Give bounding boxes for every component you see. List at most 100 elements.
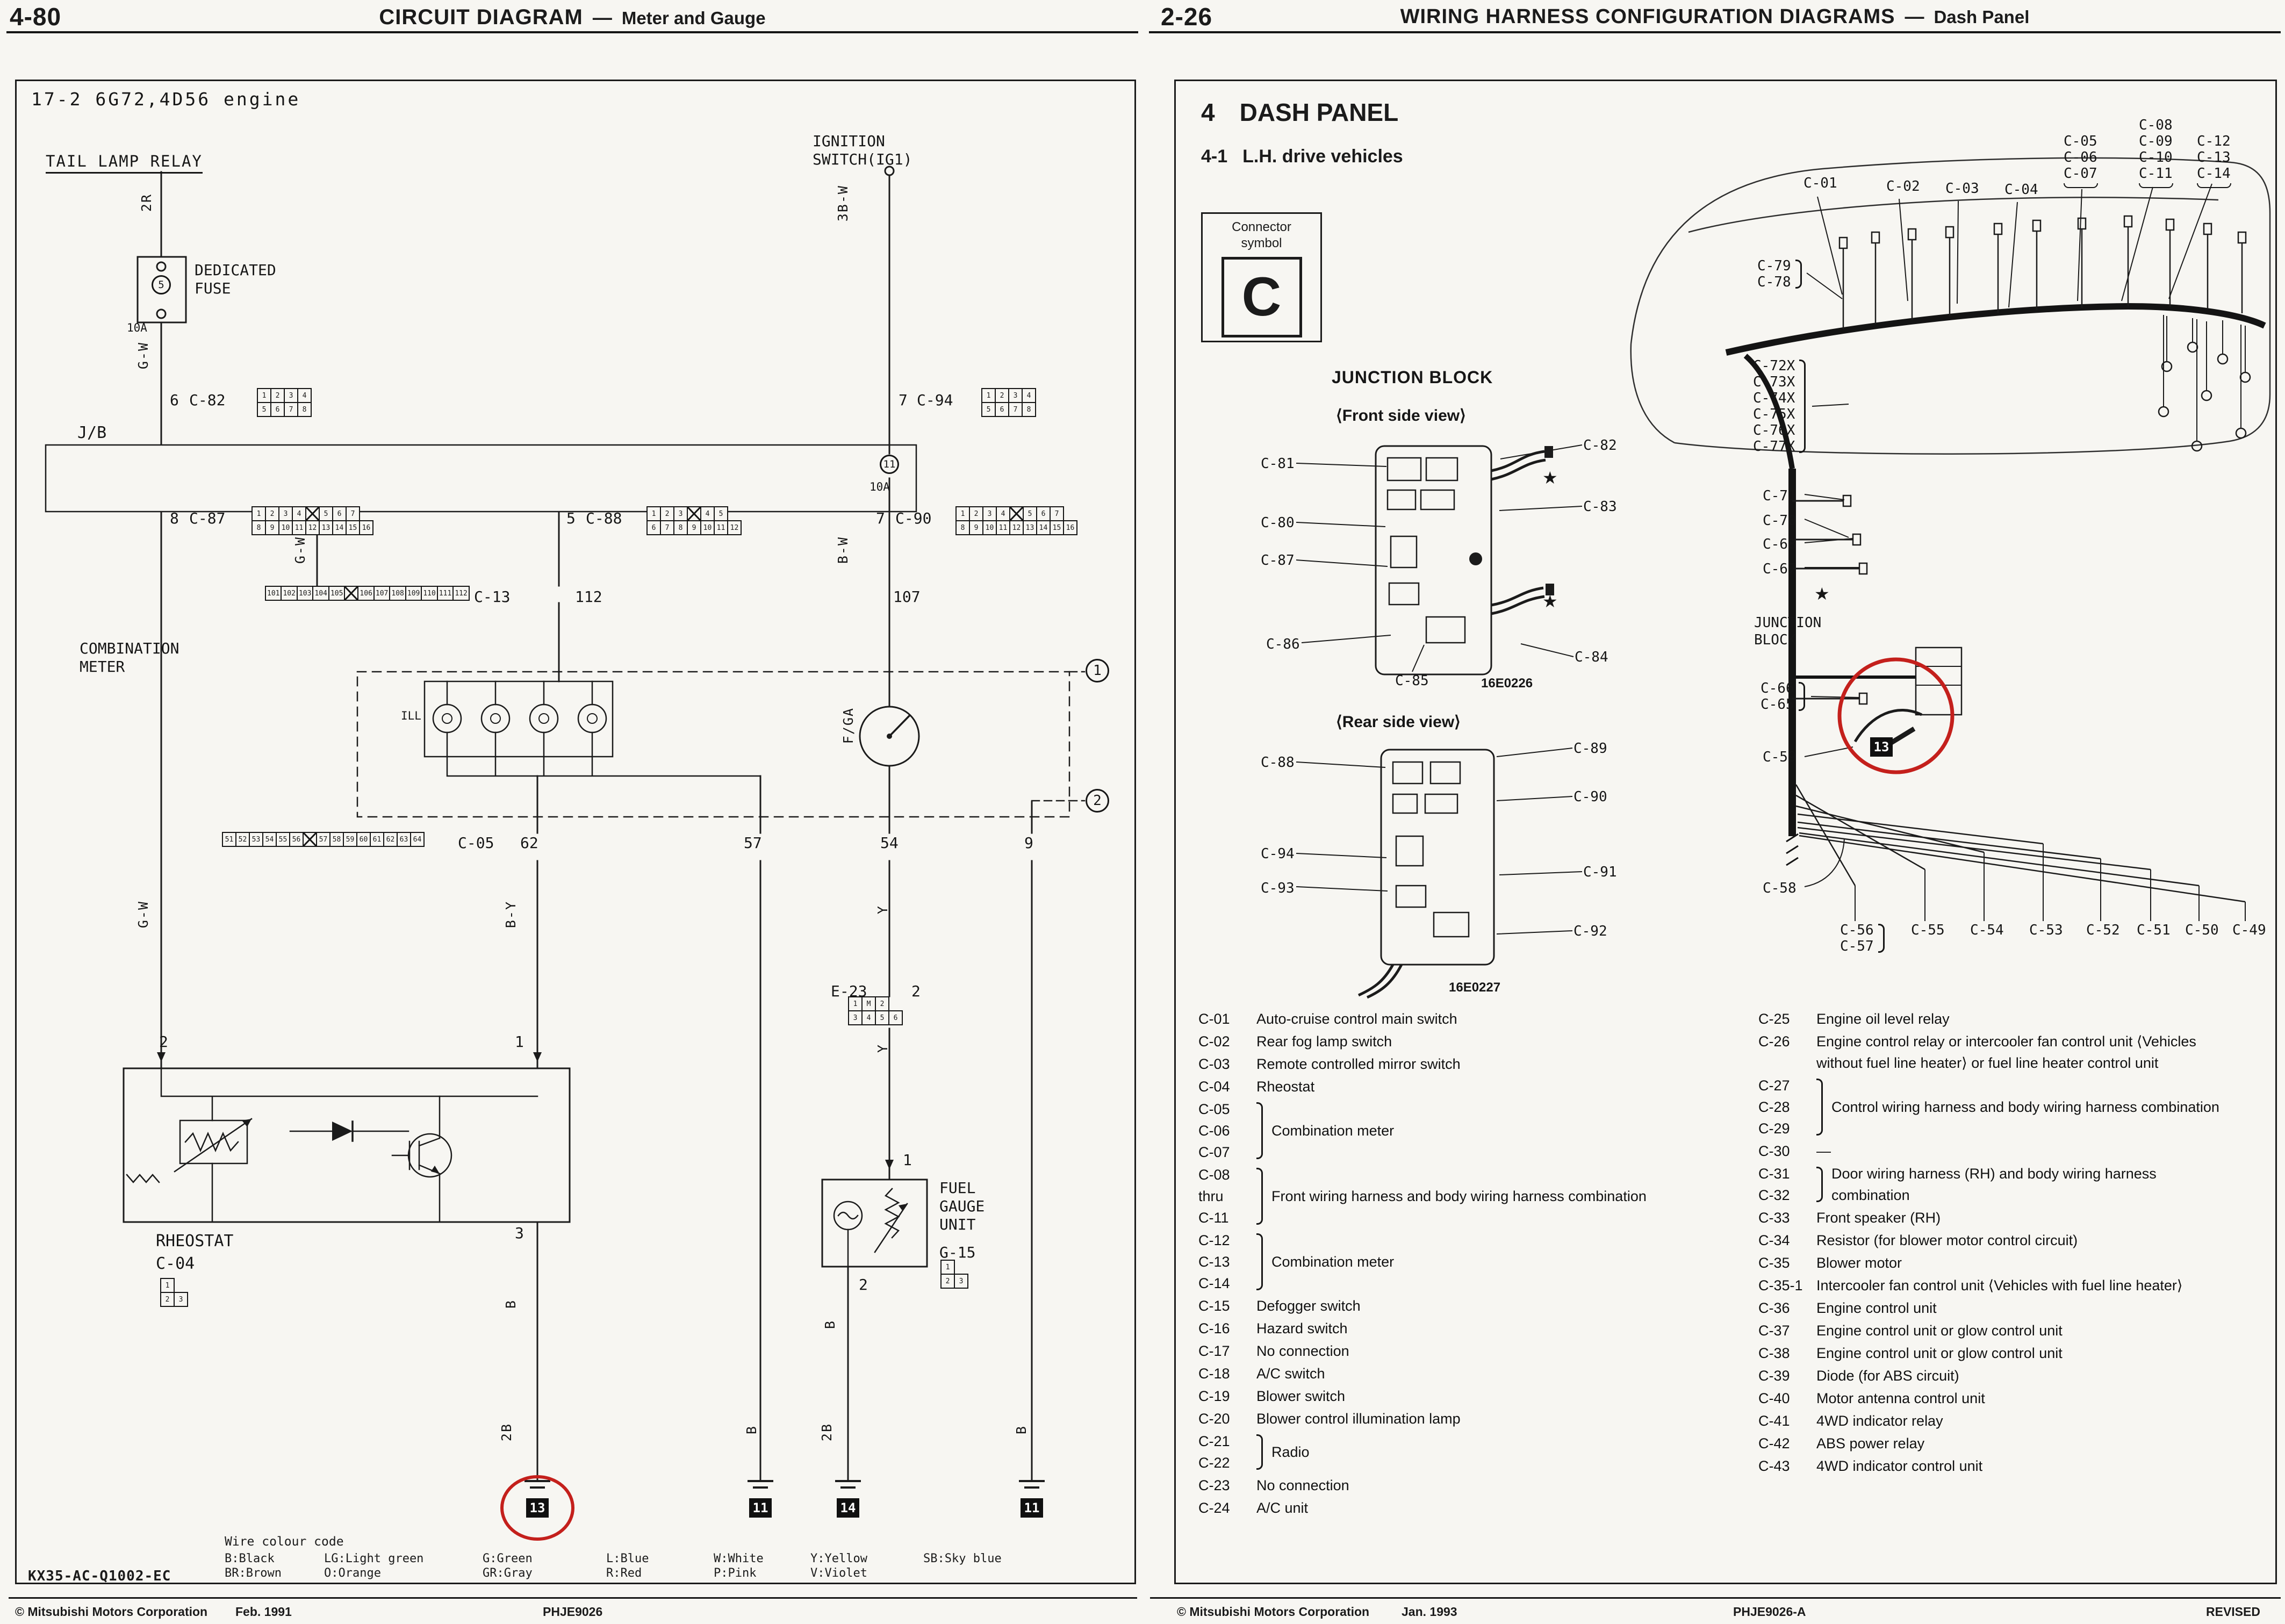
connector-description: A/C switch — [1256, 1366, 1325, 1382]
connector-label: C-70 — [1763, 513, 1797, 529]
connector-description: Defogger switch — [1256, 1298, 1361, 1314]
connector-label: C-86 — [1266, 636, 1300, 652]
pin-cell: 54 — [262, 832, 277, 847]
pin-cell: 10 — [700, 520, 715, 535]
footer-code: PHJE9026 — [543, 1605, 603, 1619]
page-2-26: 2-26 WIRING HARNESS CONFIGURATION DIAGRA… — [1145, 0, 2285, 1624]
connector-description: Rear fog lamp switch — [1256, 1033, 1392, 1050]
front-view-heading: ⟨Front side view⟩ — [1336, 407, 1466, 425]
star-marker: ★ — [1542, 468, 1558, 488]
rear-view-heading: ⟨Rear side view⟩ — [1336, 713, 1461, 731]
page-4-80: 4-80 CIRCUIT DIAGRAM—Meter and Gauge — [6, 3, 1138, 1619]
pin-number: 9 — [1024, 834, 1033, 852]
connector-label: E-23 — [831, 982, 867, 1000]
wire-label: 2B — [819, 1423, 835, 1442]
pin-cell: 8 — [673, 520, 688, 535]
dash-panel-outline — [1630, 157, 2271, 455]
connector-codes: C-34 — [1758, 1232, 1790, 1248]
pin-number: 7 — [876, 509, 885, 527]
connector-codes: C-03 — [1198, 1056, 1230, 1072]
footer-code: PHJE9026-A — [1733, 1605, 1806, 1619]
connector-description: Engine control unit — [1816, 1300, 1937, 1316]
connector-label: C-90 — [1573, 789, 1607, 805]
connector-row: C-30— — [1758, 1140, 2277, 1162]
pin-cell: 8 — [1022, 402, 1036, 417]
pin-cell: 4 — [297, 388, 312, 403]
pin-cell: 3 — [278, 506, 293, 521]
connector-description: — — [1816, 1143, 1831, 1159]
connector-codes: C-42 — [1758, 1435, 1790, 1451]
wire-colour-entry: G:Green — [483, 1552, 533, 1565]
subsection-title: L.H. drive vehicles — [1242, 146, 1403, 167]
pin-cell: 10 — [278, 520, 293, 535]
header-rule — [6, 31, 1138, 33]
pin-cell: 1 — [257, 388, 271, 403]
connector-codes: C-19 — [1198, 1388, 1230, 1404]
pin-cell: 1 — [940, 1260, 955, 1275]
fuel-gauge-label: F/GA — [840, 707, 856, 744]
connector-description: Engine oil level relay — [1816, 1011, 1950, 1027]
junction-block-label: J/B — [77, 423, 107, 442]
connector-codes: C-36 — [1758, 1300, 1790, 1316]
wire-colour-entry: Y:Yellow — [810, 1552, 867, 1565]
connector-codes: C-16 — [1198, 1320, 1230, 1336]
connector-label: C-94 — [1261, 846, 1295, 862]
connector-description: Engine control unit or glow control unit — [1816, 1345, 2063, 1361]
title-dash: — — [592, 6, 612, 28]
wire-label: B — [503, 1299, 519, 1309]
pin-cell: 14 — [332, 520, 347, 535]
footer-date: Feb. 1991 — [235, 1605, 292, 1619]
connector-row: C-42 ABS power relay — [1758, 1433, 2277, 1454]
connector-codes: C-23 — [1198, 1477, 1230, 1493]
harness-trunk — [1725, 303, 2266, 866]
pin-cell — [687, 506, 701, 521]
pin-cell: 4 — [700, 506, 715, 521]
connector-label: C-83 — [1583, 499, 1617, 515]
connector-label: C-58 — [1763, 880, 1797, 896]
connector-row: C-36 Engine control unit — [1758, 1297, 2277, 1319]
connector-label: C-88 — [1261, 754, 1295, 771]
pin-cell: 3 — [174, 1292, 188, 1307]
ground-connector: 14 — [837, 1498, 859, 1518]
pin-cell: 63 — [397, 832, 411, 847]
pin-cell: 6 — [995, 402, 1009, 417]
connector-codes: C-40 — [1758, 1390, 1790, 1406]
connector-description: Combination meter — [1271, 1254, 1395, 1270]
fuel-gauge-unit-label: FUEL — [939, 1179, 976, 1197]
wire-label: G-W — [135, 901, 151, 929]
connector-description: ABS power relay — [1816, 1435, 1925, 1451]
connector-description: Blower control illumination lamp — [1256, 1411, 1461, 1427]
highlight-circle — [1837, 657, 1955, 774]
pin-cell: 3 — [673, 506, 688, 521]
pin-cell: 110 — [421, 586, 438, 601]
pin-cell: 4 — [861, 1010, 876, 1025]
page-title-main: WIRING HARNESS CONFIGURATION DIAGRAMS — [1400, 5, 1895, 28]
pin-cell: 15 — [346, 520, 360, 535]
connector-label: C-82 — [1583, 437, 1617, 454]
pin-cell: 2 — [940, 1274, 955, 1289]
ground-connector: 13 — [526, 1498, 549, 1518]
pin-cell: 59 — [343, 832, 357, 847]
pin-cell: 5 — [319, 506, 333, 521]
pin-number: 54 — [880, 834, 899, 852]
harness-diagram-svg — [1296, 157, 2271, 999]
pin-cell: 2 — [875, 996, 889, 1011]
pin-cell: 3 — [1008, 388, 1023, 403]
pin-cell: 104 — [312, 586, 329, 601]
pin-cell: 4 — [1022, 388, 1036, 403]
